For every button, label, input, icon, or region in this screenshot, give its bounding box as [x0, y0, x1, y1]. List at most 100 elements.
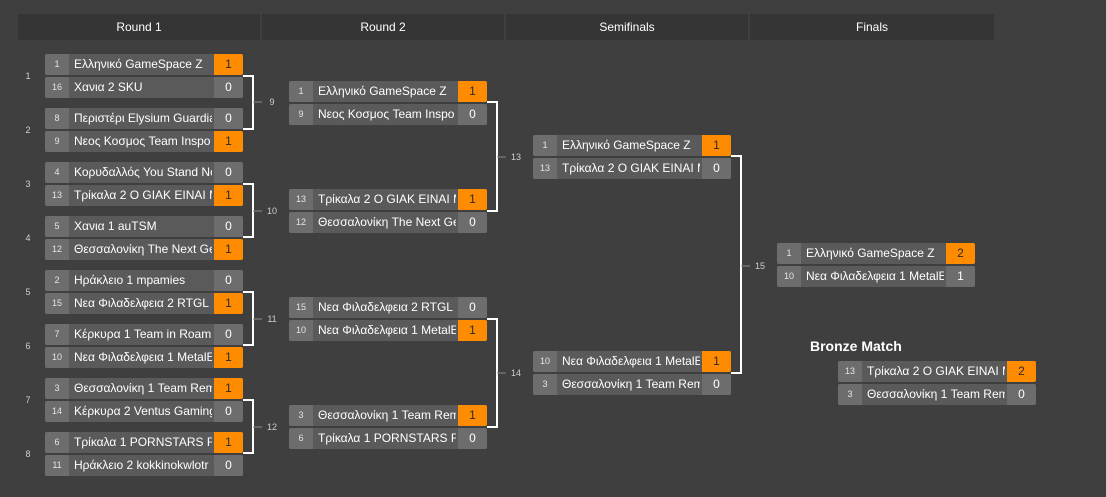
match-number: 1 [25, 71, 31, 81]
team-name: Νεος Κοσμος Team Inspo [318, 107, 455, 121]
team-name: Ηράκλειο 2 kokkinokwlotr [74, 458, 209, 472]
team-name: Νεος Κοσμος Team Inspo [74, 134, 211, 148]
score-badge: 0 [214, 401, 243, 422]
seed-badge: 6 [45, 432, 69, 453]
score-badge: 1 [946, 266, 975, 287]
round-header-round-1: Round 1 [18, 14, 260, 40]
score-badge: 1 [458, 405, 487, 426]
team-name: Κορυδαλλός You Stand No [74, 165, 212, 179]
score-badge: 1 [702, 351, 731, 372]
score-badge: 1 [214, 239, 243, 260]
team-name: Νεα Φιλαδελφεια 1 MetalE [562, 354, 700, 368]
round-header-semifinals: Semifinals [506, 14, 748, 40]
team-name: Νεα Φιλαδελφεια 1 MetalE [318, 323, 456, 337]
match-final15[interactable]: 1 Ελληνικό GameSpace Z 2 10 Νεα Φιλαδελφεια… [777, 243, 975, 287]
match-number: 10 [266, 206, 277, 216]
team-name: Τρίκαλα 2 O GIAK EINAI M [74, 188, 212, 202]
score-badge: 2 [946, 243, 975, 264]
seed-badge: 4 [45, 162, 69, 183]
seed-badge: 12 [45, 239, 69, 260]
match-number: 7 [25, 395, 31, 405]
score-badge: 0 [458, 104, 487, 125]
team-name: Τρίκαλα 1 PORNSTARS F [318, 431, 456, 445]
seed-badge: 9 [45, 131, 69, 152]
team-name: Χανια 2 SKU [74, 80, 143, 94]
seed-badge: 7 [45, 324, 69, 345]
match-number: 14 [510, 368, 521, 378]
seed-badge: 13 [289, 189, 313, 210]
seed-badge: 10 [777, 266, 801, 287]
team-name: Νεα Φιλαδελφεια 1 MetalE [74, 350, 212, 364]
score-badge: 0 [702, 374, 731, 395]
seed-badge: 12 [289, 212, 313, 233]
seed-badge: 2 [45, 270, 69, 291]
match-number: 11 [267, 314, 277, 324]
seed-badge: 5 [45, 216, 69, 237]
match-number: 8 [25, 449, 31, 459]
score-badge: 2 [1007, 361, 1036, 382]
team-name: Ελληνικό GameSpace Z [74, 57, 203, 71]
team-name: Νεα Φιλαδελφεια 1 MetalE [806, 269, 944, 283]
team-name: Ελληνικό GameSpace Z [318, 84, 447, 98]
round-header-round-2: Round 2 [262, 14, 504, 40]
score-badge: 1 [214, 293, 243, 314]
team-name: Θεσσαλονίκη The Next Gen [74, 242, 212, 256]
team-name: Θεσσαλονίκη 1 Team Rem [318, 408, 456, 422]
score-badge: 0 [214, 108, 243, 129]
team-name: Ελληνικό GameSpace Z [806, 246, 935, 260]
team-name: Νεα Φιλαδελφεια 2 RTGL [318, 300, 453, 314]
team-name: Ελληνικό GameSpace Z [562, 138, 691, 152]
score-badge: 1 [214, 347, 243, 368]
seed-badge: 13 [533, 158, 557, 179]
seed-badge: 9 [289, 104, 313, 125]
team-name: Χανια 1 auTSM [74, 219, 157, 233]
